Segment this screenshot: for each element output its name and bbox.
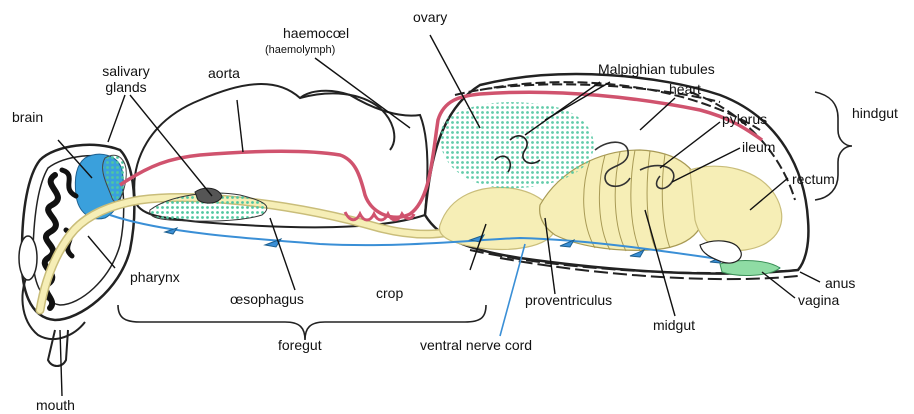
label-haemolymph: (haemolymph) — [265, 43, 335, 58]
label-malpighian-tubules: Malpighian tubules — [598, 62, 715, 77]
label-aorta: aorta — [208, 66, 240, 81]
label-haemocoel: haemocœl — [283, 26, 349, 41]
label-foregut: foregut — [278, 338, 322, 353]
malpighian-tubules-mass — [441, 102, 594, 188]
label-pharynx: pharynx — [130, 270, 180, 285]
label-vagina: vagina — [798, 293, 839, 308]
eye — [19, 236, 37, 280]
label-proventriculus: proventriculus — [525, 293, 612, 308]
label-midgut: midgut — [653, 318, 695, 333]
label-brain: brain — [12, 110, 43, 125]
label-mouth: mouth — [36, 398, 75, 413]
label-pylorus: pylorus — [722, 112, 767, 127]
label-heart: heart — [669, 82, 701, 97]
label-ovary: ovary — [413, 10, 447, 25]
label-ventral-nerve-cord: ventral nerve cord — [420, 338, 532, 353]
label-hindgut: hindgut — [852, 106, 898, 121]
label-crop: crop — [376, 286, 403, 301]
foregut-brace — [118, 305, 486, 340]
label-glands: glands — [86, 80, 166, 95]
label-oesophagus: œsophagus — [230, 292, 304, 307]
thoracic-salivary-gland-dark — [195, 188, 222, 203]
label-rectum: rectum — [792, 172, 835, 187]
label-ileum: ileum — [742, 140, 775, 155]
label-salivary: salivary — [86, 64, 166, 79]
label-anus: anus — [825, 276, 855, 291]
